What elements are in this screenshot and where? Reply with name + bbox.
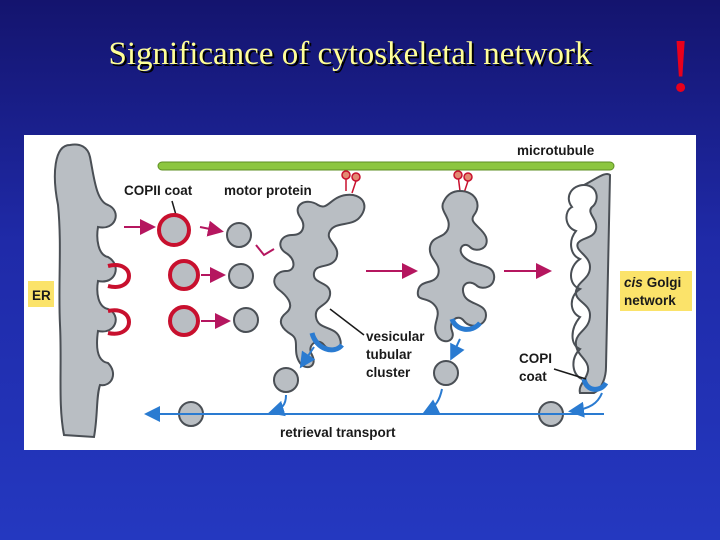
exclamation-mark: ! <box>668 24 694 108</box>
vesicular-tubular-cluster <box>416 189 496 343</box>
slide-title: Significance of cytoskeletal network <box>108 36 592 72</box>
copii-pointer <box>171 200 177 216</box>
retrieval-arrow <box>450 338 465 361</box>
copii-bud <box>107 308 131 336</box>
vtc-label-line1: vesicular <box>366 329 425 344</box>
copi-coat <box>309 332 344 353</box>
copii-vesicle <box>168 259 200 291</box>
uncoated-vesicle <box>226 222 252 248</box>
cis-golgi-network <box>574 173 612 394</box>
copi-pointer <box>553 368 587 380</box>
copii-vesicle <box>157 213 191 247</box>
vtc-pointer <box>329 308 365 336</box>
copi-coat <box>581 378 609 392</box>
retrieval-arrow <box>568 392 603 418</box>
copii-coat-label: COPII coat <box>124 183 193 198</box>
retrograde-vesicle <box>273 367 299 393</box>
forward-arrow <box>199 220 224 237</box>
motor-protein-icon <box>453 170 473 194</box>
uncoated-vesicle <box>233 307 259 333</box>
er-label-box <box>28 281 54 307</box>
vtc-label-line3: cluster <box>366 365 411 380</box>
motor-protein-label: motor protein <box>224 183 312 198</box>
forward-arrow <box>255 244 275 257</box>
retrieval-arrow <box>299 346 316 369</box>
transport-diagram: microtubule ER COPII coat motor protein <box>24 135 696 450</box>
copi-coat <box>449 317 482 332</box>
er-membrane <box>53 143 117 439</box>
er-label: ER <box>32 288 51 303</box>
copi-label-line1: COPI <box>519 351 552 366</box>
vesicular-tubular-cluster <box>273 193 366 369</box>
uncoated-vesicle <box>228 263 254 289</box>
copii-vesicle <box>168 305 200 337</box>
retrieval-transport-label: retrieval transport <box>280 425 396 440</box>
copii-bud <box>107 263 131 289</box>
microtubule-label: microtubule <box>517 143 595 158</box>
microtubule-filament <box>157 161 615 171</box>
retrieval-arrow <box>268 394 287 417</box>
vtc-label-line2: tubular <box>366 347 412 362</box>
copi-label-line2: coat <box>519 369 547 384</box>
cis-golgi-label-box <box>620 271 692 311</box>
retrograde-vesicle <box>433 360 459 386</box>
cis-golgi-network <box>565 184 585 380</box>
cis-golgi-label-line2: network <box>624 293 676 308</box>
retrieval-arrow <box>422 388 443 414</box>
motor-protein-icon <box>341 170 361 194</box>
